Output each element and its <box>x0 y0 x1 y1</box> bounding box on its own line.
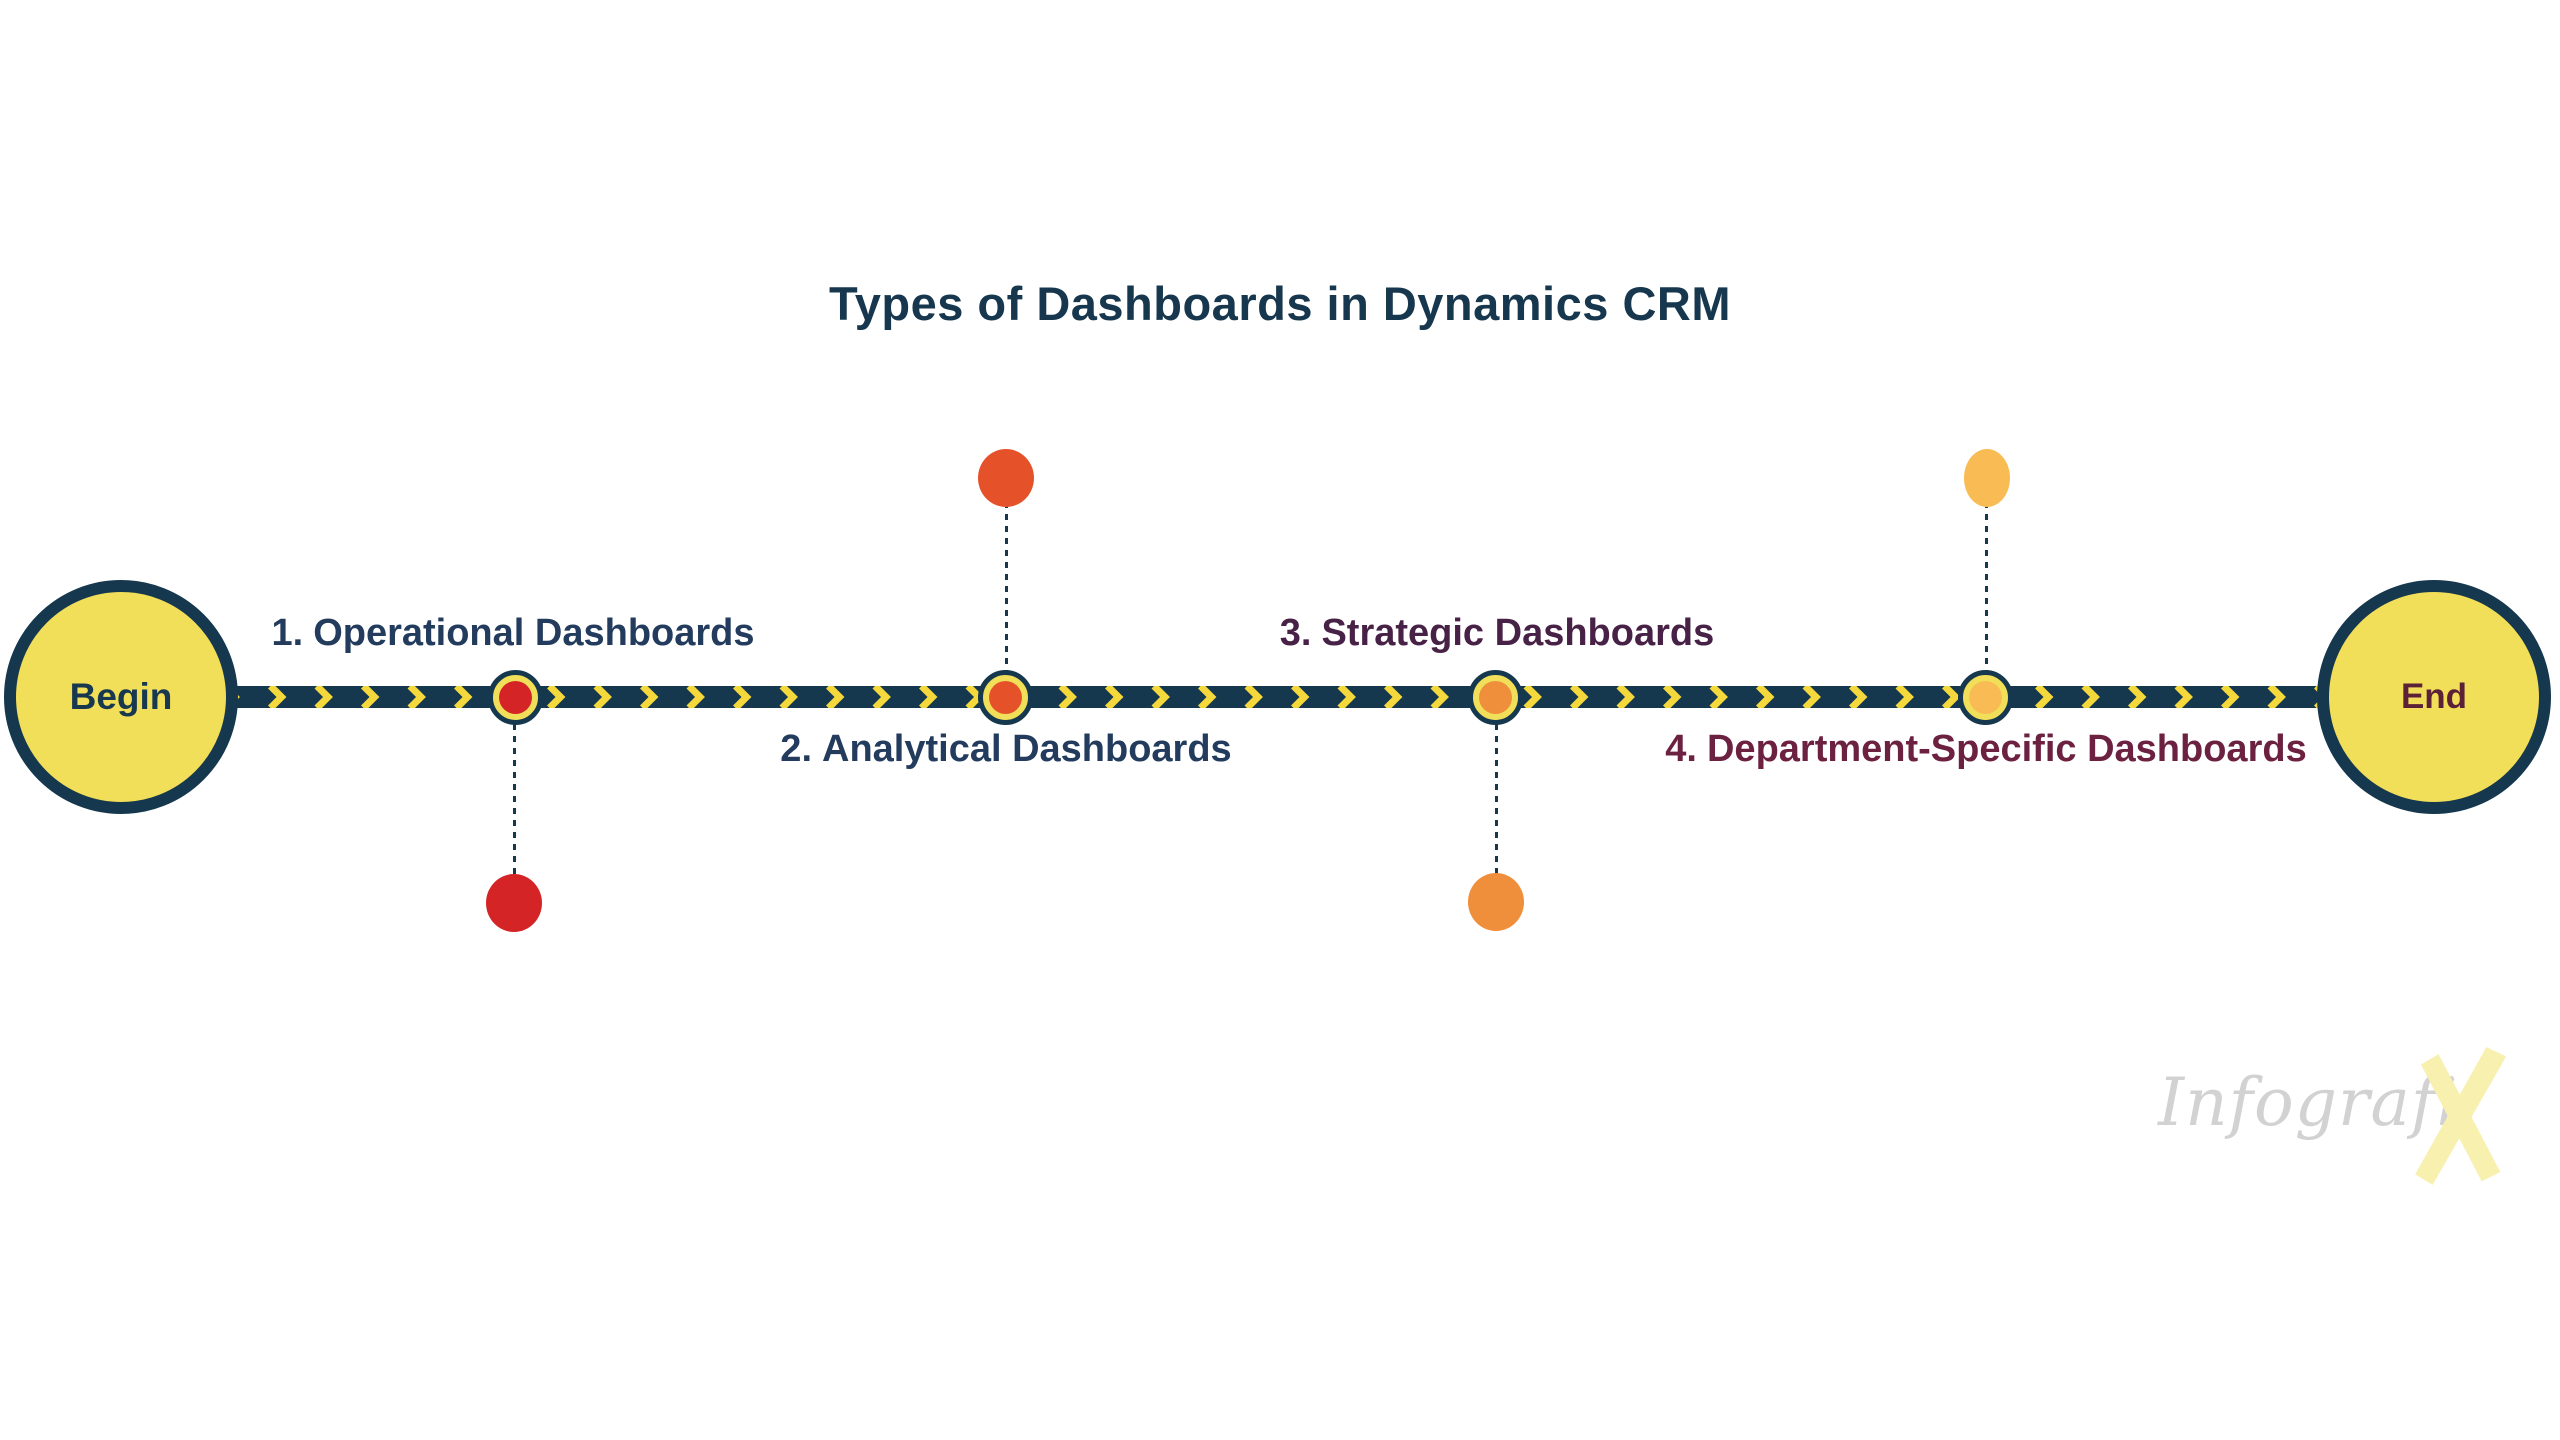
milestone-2-number: 2. <box>780 728 813 770</box>
milestone-2-label: 2.Analytical Dashboards <box>780 728 1231 771</box>
milestone-4-satellite-dot <box>1964 449 2010 507</box>
milestone-2-connector-line <box>1005 478 1008 672</box>
milestone-1-connector-line <box>513 724 516 876</box>
milestone-4-label: 4.Department-Specific Dashboards <box>1665 728 2306 771</box>
begin-label: Begin <box>69 676 173 717</box>
milestone-1-satellite-dot <box>486 874 542 932</box>
milestone-4-inner-dot <box>1969 681 2002 714</box>
end-label: End <box>2400 677 2468 716</box>
milestone-3-connector-line <box>1495 724 1498 874</box>
milestone-2-satellite-dot <box>978 449 1034 507</box>
milestone-3-inner-dot <box>1479 681 1512 714</box>
milestone-3-name: Strategic Dashboards <box>1321 612 1715 654</box>
milestone-4-name: Department-Specific Dashboards <box>1706 728 2307 770</box>
watermark: Infografi <box>2150 1030 2550 1210</box>
page-title: Types of Dashboards in Dynamics CRM <box>829 277 1731 330</box>
milestone-3-label: 3.Strategic Dashboards <box>1280 612 1715 655</box>
milestone-2-node <box>978 670 1033 725</box>
milestone-1-number: 1. <box>271 612 304 654</box>
milestone-2-inner-dot <box>989 681 1022 714</box>
milestone-3-node <box>1468 670 1523 725</box>
begin-node: Begin <box>4 580 238 814</box>
milestone-3-satellite-dot <box>1468 873 1524 931</box>
timeline-bar <box>128 686 2432 708</box>
milestone-4-number: 4. <box>1665 728 1697 770</box>
milestone-4-connector-line <box>1985 478 1988 672</box>
milestone-1-name: Operational Dashboards <box>313 612 755 654</box>
watermark-text: Infografi <box>2158 1064 2459 1141</box>
milestone-1-label: 1.Operational Dashboards <box>271 612 754 655</box>
milestone-1-node <box>488 670 543 725</box>
milestone-4-node <box>1958 670 2013 725</box>
milestone-3-number: 3. <box>1279 612 1312 654</box>
milestone-2-name: Analytical Dashboards <box>822 728 1232 770</box>
milestone-1-inner-dot <box>499 681 532 714</box>
watermark-x-icon <box>2415 1047 2507 1185</box>
end-node: End <box>2317 580 2551 814</box>
